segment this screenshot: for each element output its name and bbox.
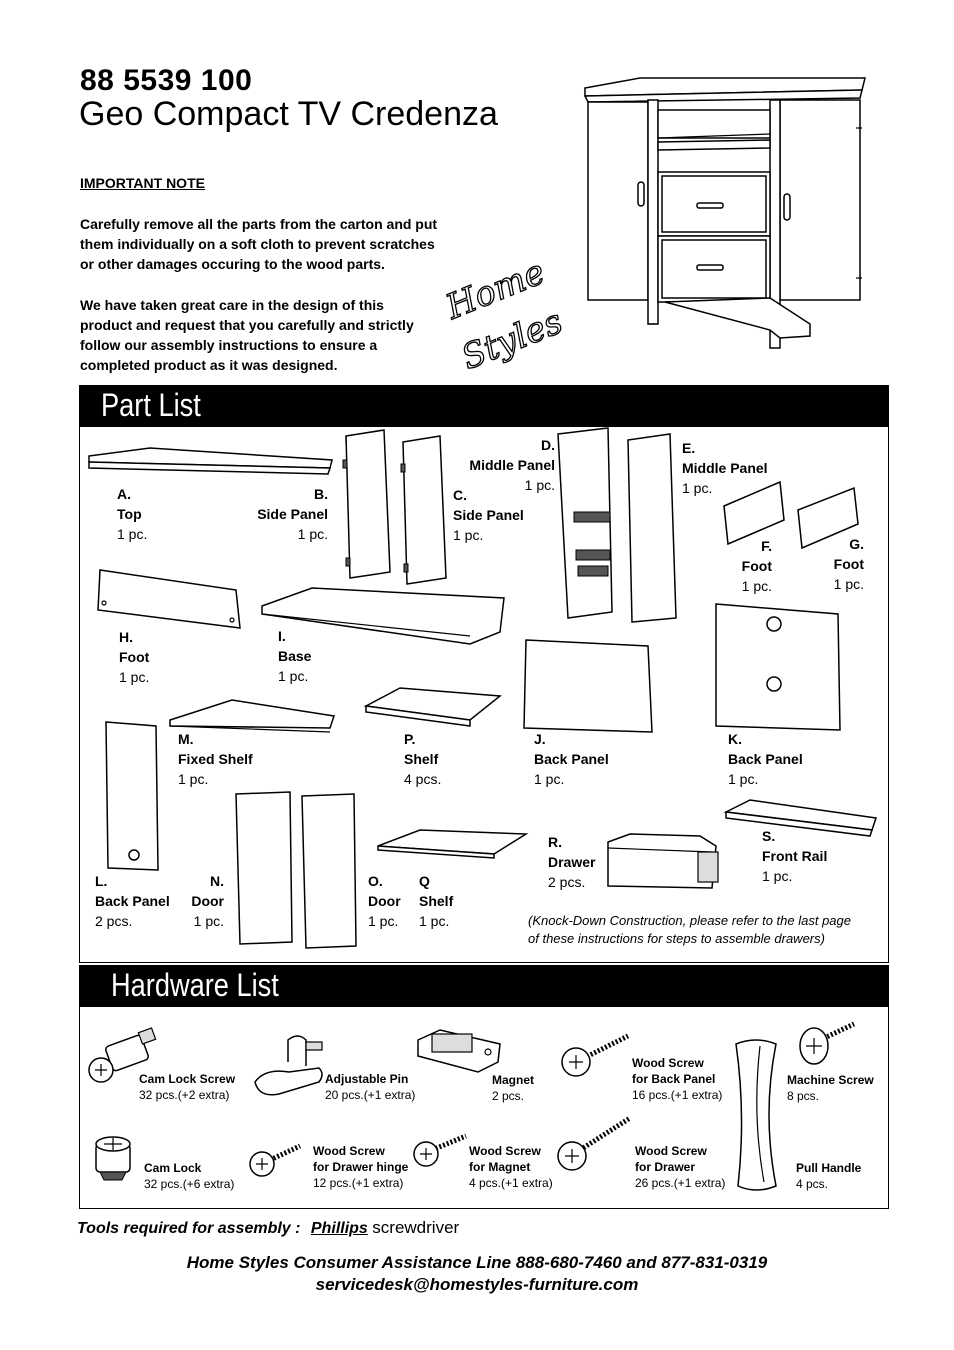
cam-lock-icon	[95, 1136, 131, 1181]
pull-handle-icon	[735, 1039, 777, 1191]
part-list-header: Part List	[79, 385, 889, 427]
part-j-back-panel-drawing	[523, 639, 653, 733]
part-r-drawer-drawing	[607, 833, 719, 889]
note-line: Carefully remove all the parts from the …	[80, 216, 438, 232]
kd-note-line: of these instructions for steps to assem…	[528, 931, 825, 946]
service-email: servicedesk@homestyles-furniture.com	[315, 1275, 639, 1294]
note-line: follow our assembly instructions to ensu…	[80, 337, 378, 353]
wood-screw-drawer-hinge-icon	[249, 1143, 302, 1177]
part-o-door-drawing	[301, 793, 357, 949]
magnet-icon	[417, 1029, 501, 1073]
part-m-fixed-shelf-drawing	[169, 699, 335, 733]
part-i-base-drawing	[261, 587, 505, 645]
home-styles-logo: Home Styles	[439, 251, 569, 378]
credenza-illustration	[583, 77, 866, 349]
part-k-back-panel-drawing	[715, 603, 841, 731]
model-number: 88 5539 100	[80, 64, 253, 97]
hardware-list-title: Hardware List	[111, 967, 279, 1003]
part-h-foot-drawing	[97, 569, 241, 629]
tools-prefix: Tools required for assembly :	[77, 1220, 301, 1237]
note-paragraph-2: We have taken great care in the design o…	[80, 295, 460, 375]
machine-screw-icon	[799, 1021, 856, 1065]
part-g-foot-drawing	[797, 486, 859, 550]
kd-note-line: (Knock-Down Construction, please refer t…	[528, 913, 852, 928]
part-e-middle-panel-drawing	[627, 433, 677, 623]
part-c-side-panel-drawing	[400, 435, 447, 585]
tools-required: Tools required for assembly : Phillips s…	[77, 1218, 459, 1238]
note-line: or other damages occuring to the wood pa…	[80, 256, 385, 272]
tools-tool-name: Phillips	[310, 1220, 368, 1237]
parts-illustrations	[88, 427, 877, 949]
note-paragraph-1: Carefully remove all the parts from the …	[80, 214, 460, 274]
wood-screw-magnet-icon	[413, 1133, 467, 1167]
part-f-foot-drawing	[723, 480, 785, 546]
wood-screw-back-panel-icon	[561, 1033, 630, 1077]
note-line: product and request that you carefully a…	[80, 317, 414, 333]
consumer-assistance-line: Home Styles Consumer Assistance Line 888…	[186, 1253, 768, 1272]
part-s-front-rail-drawing	[723, 799, 877, 837]
note-line: them individually on a soft cloth to pre…	[80, 236, 435, 252]
hardware-list-box	[79, 1007, 889, 1209]
part-list-title: Part List	[101, 387, 201, 423]
note-line: completed product as it was designed.	[80, 357, 338, 373]
hardware-list-header: Hardware List	[79, 965, 889, 1007]
wood-screw-drawer-icon	[557, 1115, 632, 1171]
part-n-door-drawing	[235, 791, 293, 945]
part-d-middle-panel-drawing	[557, 427, 613, 619]
part-a-top-drawing	[88, 447, 333, 475]
part-list-box	[79, 427, 889, 963]
adjustable-pin-icon	[254, 1035, 323, 1096]
hardware-illustrations	[88, 1021, 856, 1191]
important-note-heading: IMPORTANT NOTE	[80, 175, 205, 191]
part-l-back-panel-drawing	[105, 721, 159, 871]
part-q-shelf-drawing	[377, 829, 529, 859]
product-title: Geo Compact TV Credenza	[79, 95, 498, 133]
knock-down-note: (Knock-Down Construction, please refer t…	[528, 912, 851, 948]
note-line: We have taken great care in the design o…	[80, 297, 384, 313]
tools-suffix: screwdriver	[372, 1218, 460, 1237]
part-b-side-panel-drawing	[342, 429, 391, 579]
part-p-shelf-drawing	[363, 687, 502, 727]
cam-lock-screw-icon	[88, 1027, 157, 1083]
